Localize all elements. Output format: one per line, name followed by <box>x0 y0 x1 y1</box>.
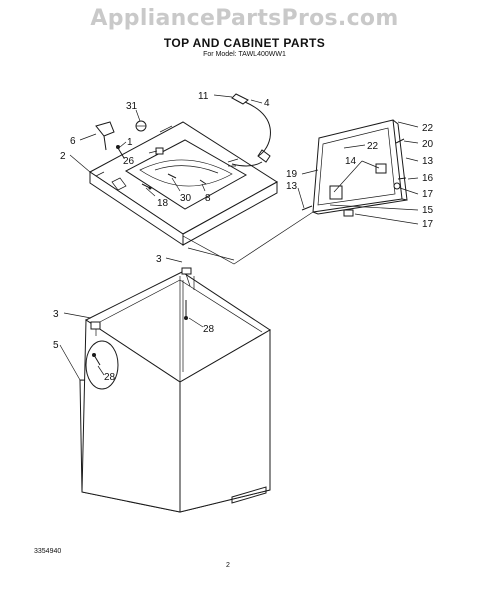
callout-13-right: 13 <box>422 156 434 167</box>
callout-3-upper: 3 <box>156 254 162 265</box>
callout-22-right: 22 <box>422 123 434 134</box>
callout-31: 31 <box>126 101 138 112</box>
callout-30: 30 <box>180 193 192 204</box>
callout-2: 2 <box>60 151 66 162</box>
callout-28-upper: 28 <box>203 324 215 335</box>
callout-20: 20 <box>422 139 434 150</box>
callout-14: 14 <box>345 156 357 167</box>
callout-26: 26 <box>123 156 135 167</box>
callout-1: 1 <box>127 137 133 148</box>
callout-6: 6 <box>70 136 76 147</box>
leader-lines <box>59 94 419 381</box>
callout-13-left: 13 <box>286 181 298 192</box>
callout-4: 4 <box>264 98 270 109</box>
top-panel <box>89 121 278 246</box>
callout-28-lower: 28 <box>104 372 116 383</box>
model-subtitle: For Model: TAWL400WW1 <box>203 51 286 58</box>
callout-11: 11 <box>198 91 209 102</box>
callout-3-lower: 3 <box>53 309 59 320</box>
diagram-title: TOP AND CABINET PARTS <box>163 36 326 50</box>
callout-17-upper: 17 <box>422 189 434 200</box>
lid-switch-harness <box>227 93 271 167</box>
callout-17-lower: 17 <box>422 219 434 230</box>
alignment-line <box>182 211 314 265</box>
document-code: 3354940 <box>34 548 62 555</box>
callout-16: 16 <box>422 173 434 184</box>
hinge-brackets <box>95 120 147 151</box>
page-number: 2 <box>226 562 230 569</box>
watermark: AppliancePartsPros.com <box>90 6 399 31</box>
callout-18: 18 <box>157 198 169 209</box>
lid-assembly <box>301 119 408 217</box>
callout-15: 15 <box>422 205 434 216</box>
callout-numbers: 11 4 31 6 1 2 26 30 8 18 22 22 20 14 13 … <box>53 91 434 383</box>
callout-22-inner: 22 <box>367 141 379 152</box>
cabinet <box>79 267 271 513</box>
callout-8: 8 <box>205 193 211 204</box>
top-panel-screws <box>116 145 207 190</box>
callout-19: 19 <box>286 169 298 180</box>
callout-5: 5 <box>53 340 59 351</box>
